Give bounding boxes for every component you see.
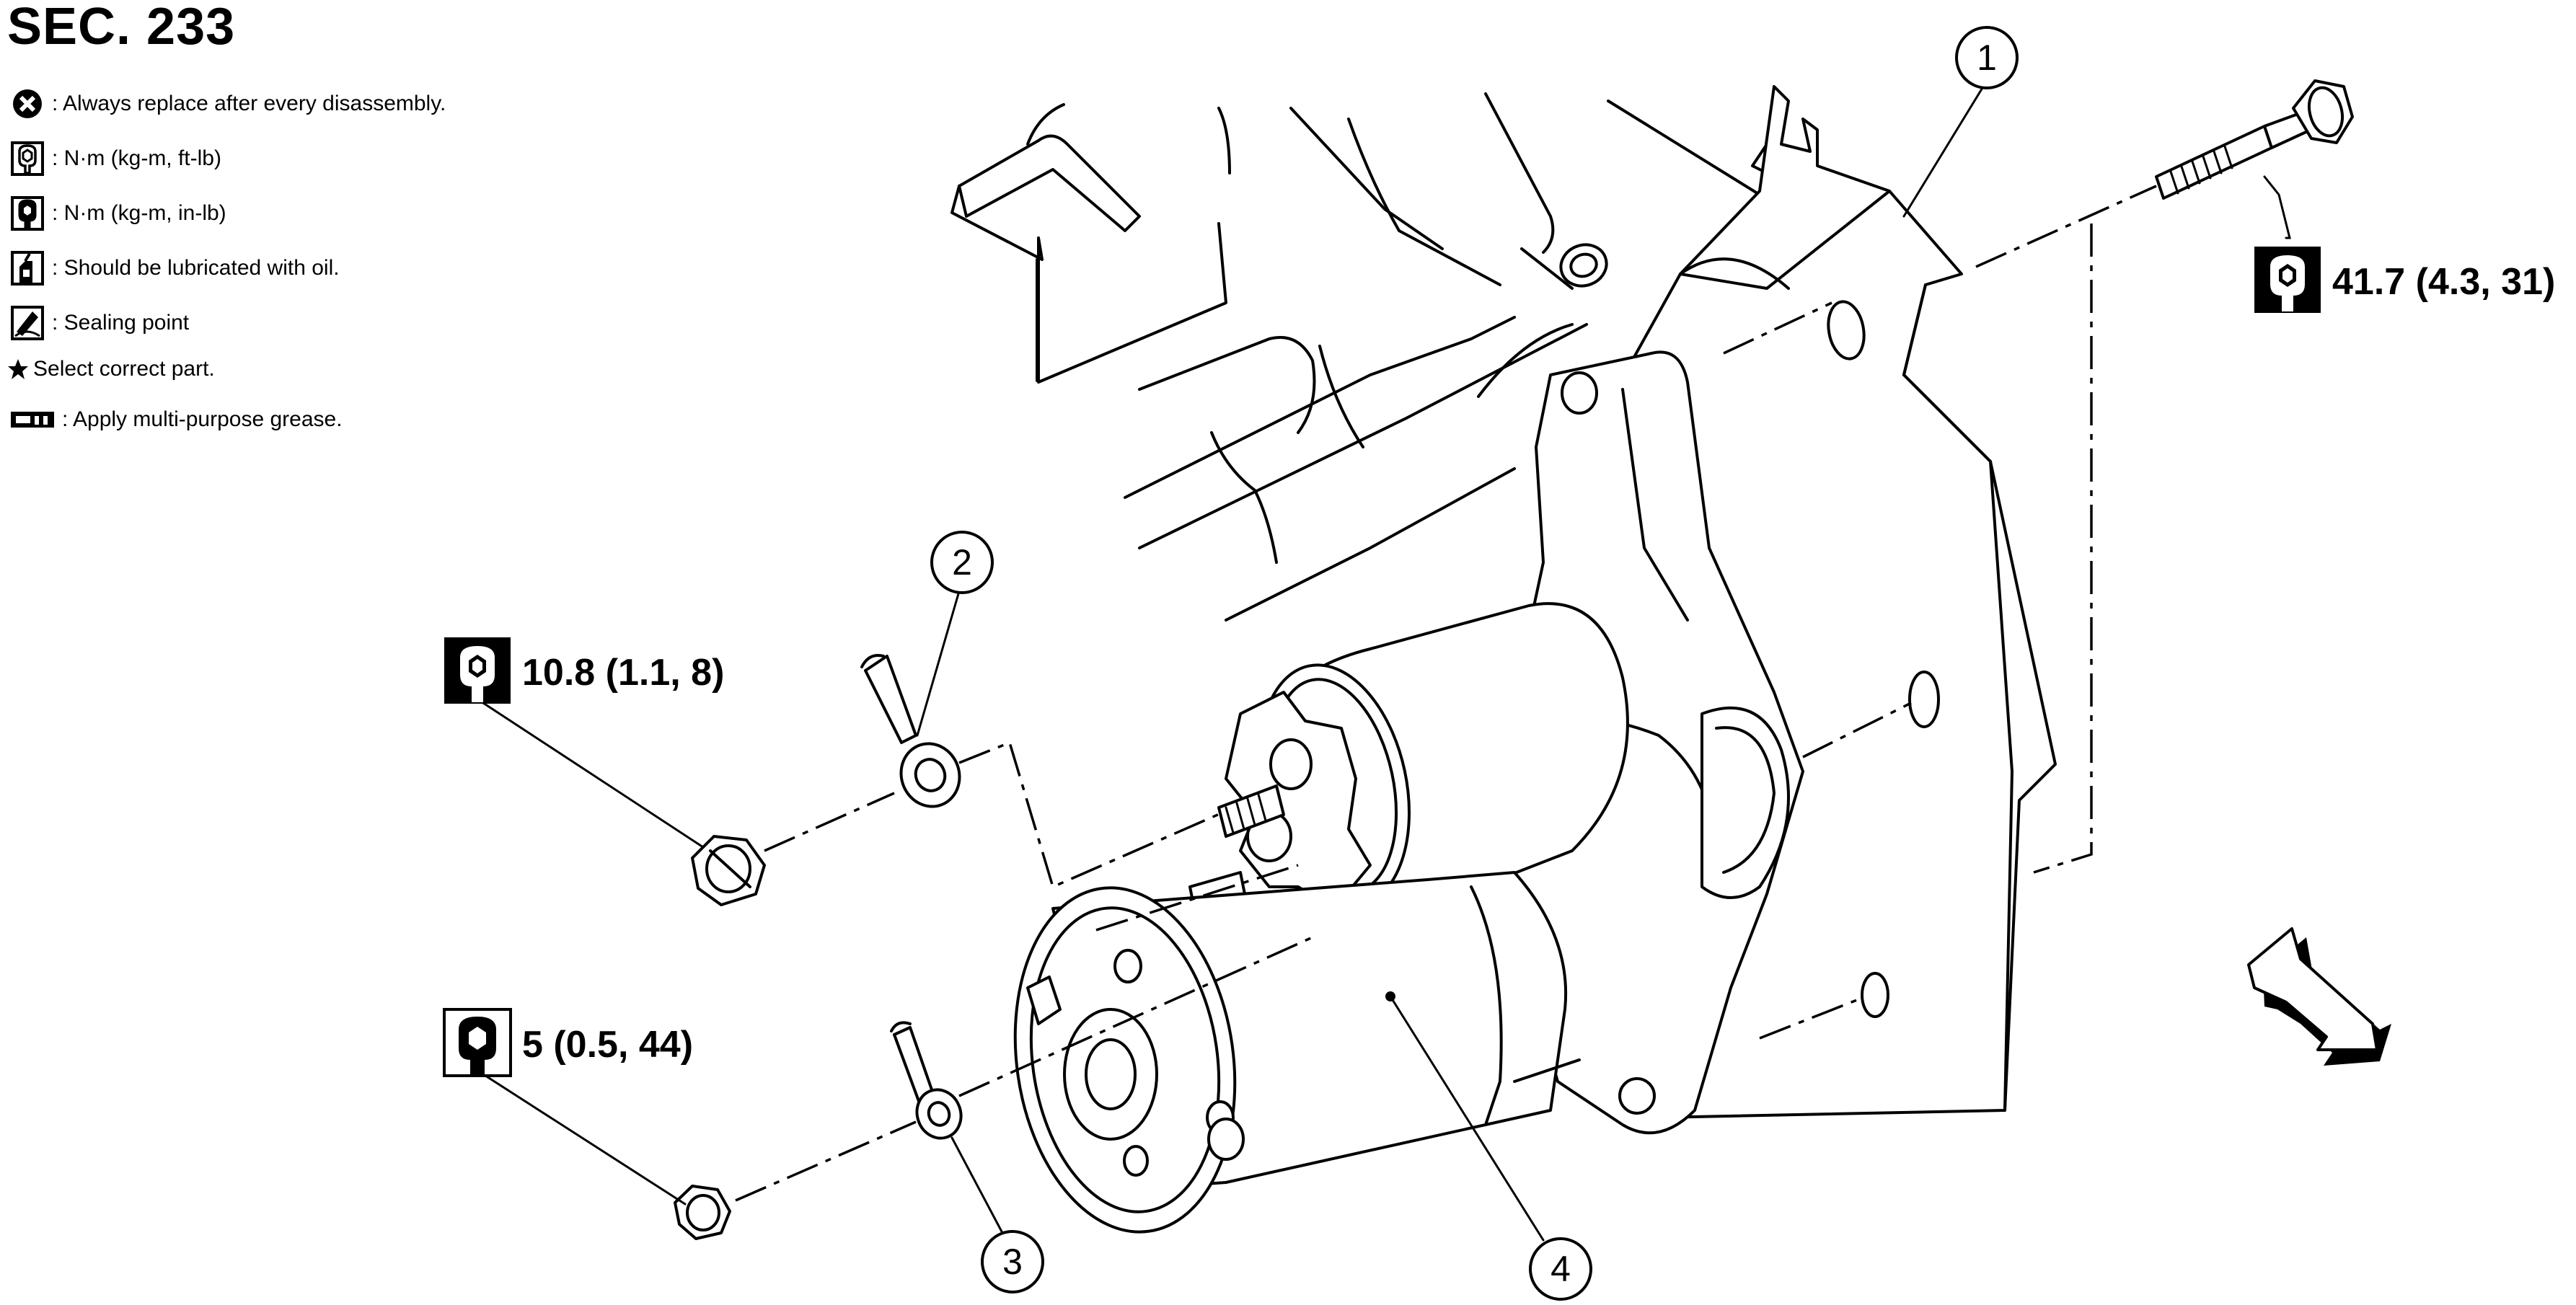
starter-motor [1013, 350, 1804, 1234]
assembly-centerlines [735, 185, 2157, 1202]
front-direction-arrow-icon [2247, 927, 2391, 1066]
torque-wrench-ft-lb-icon [2253, 245, 2322, 318]
legend-item-oil: : Should be lubricated with oil. [7, 247, 340, 290]
callout-4: 4 [1529, 1237, 1592, 1301]
sealing-point-icon [7, 304, 48, 342]
torque-wrench-ft-lb-icon [7, 140, 48, 177]
legend-text: : Should be lubricated with oil. [52, 256, 340, 280]
legend-item-torque-ft-lb: : N·m (kg-m, ft-lb) [7, 137, 221, 180]
mounting-bolt [2155, 79, 2354, 200]
callout-2: 2 [930, 531, 994, 594]
large-nut-torque-spec: 10.8 (1.1, 8) [443, 636, 724, 709]
legend-item-always-replace: : Always replace after every disassembly… [7, 82, 446, 125]
legend-item-grease: : Apply multi-purpose grease. [7, 398, 343, 441]
legend-text: : Always replace after every disassembly… [52, 92, 446, 115]
legend-text: : Sealing point [52, 311, 190, 335]
callout-1: 1 [1955, 26, 2019, 89]
terminal-nut-large [691, 835, 766, 906]
engine-block-outline [950, 92, 1776, 621]
legend-text: : N·m (kg-m, in-lb) [52, 201, 226, 225]
legend-item-star: Select correct part. [7, 348, 215, 391]
legend-text: Select correct part. [33, 357, 215, 381]
leader-lines [482, 79, 2291, 1242]
torque-value: 5 (0.5, 44) [522, 1023, 694, 1066]
legend-item-torque-in-lb: : N·m (kg-m, in-lb) [7, 192, 226, 235]
always-replace-icon [7, 85, 48, 123]
torque-value: 41.7 (4.3, 31) [2332, 260, 2556, 303]
oil-can-icon [7, 249, 48, 287]
small-nut-torque-spec: 5 (0.5, 44) [443, 1008, 693, 1081]
torque-wrench-in-lb-icon [443, 1008, 512, 1081]
torque-wrench-ft-lb-icon [443, 636, 512, 709]
torque-value: 10.8 (1.1, 8) [522, 651, 725, 694]
legend-text: : Apply multi-purpose grease. [62, 407, 343, 431]
bolt-torque-spec: 41.7 (4.3, 31) [2253, 245, 2555, 318]
section-label: SEC. 233 [7, 0, 236, 56]
torque-wrench-in-lb-icon [7, 195, 48, 232]
legend-text: : N·m (kg-m, ft-lb) [52, 146, 221, 170]
harness-terminal-3 [890, 1021, 963, 1140]
legend-item-sealing: : Sealing point [7, 301, 189, 345]
star-icon [7, 350, 29, 388]
callout-3: 3 [981, 1230, 1044, 1293]
terminal-nut-small [674, 1185, 731, 1240]
grease-icon [7, 401, 58, 438]
harness-terminal-2 [860, 654, 961, 808]
